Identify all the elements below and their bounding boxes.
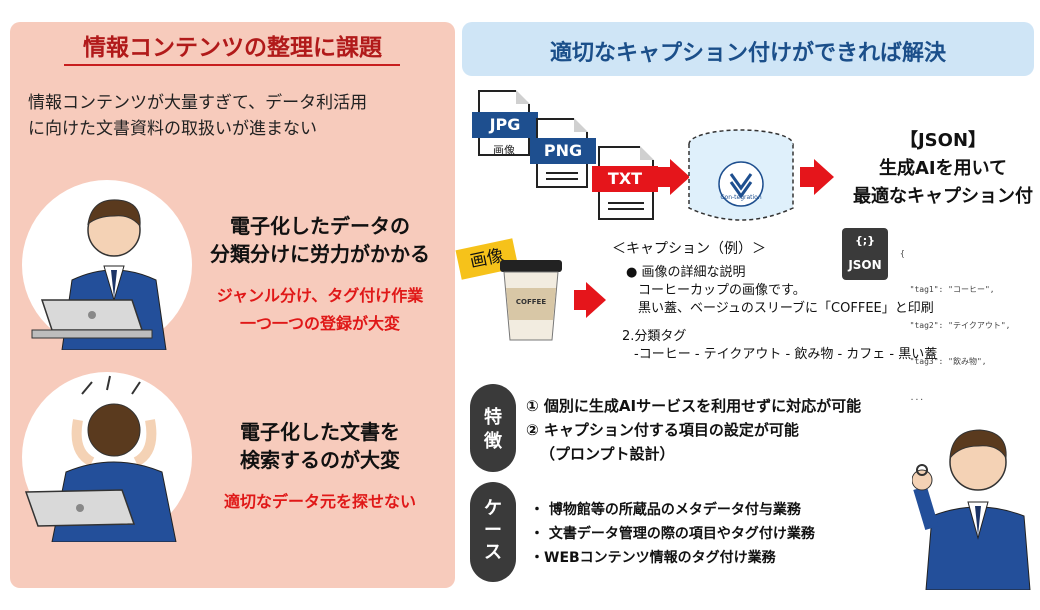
caption-example: ＜キャプション（例）＞ ● 画像の詳細な説明 コーヒーカップの画像です。 黒い蓋… <box>612 240 1032 364</box>
png-file-icon: PNG <box>530 118 596 188</box>
arrow-right-icon <box>800 167 814 187</box>
features-pill: 特 徴 <box>470 384 516 472</box>
problem-1-detail: ジャンル分け、タグ付け作業 一つ一つの登録が大変 <box>216 286 424 333</box>
cases-list: ・ 博物館等の所蔵品のメタデータ付与業務 ・ 文書データ管理の際の項目やタグ付け… <box>530 502 815 566</box>
arrow-right-icon <box>658 167 670 187</box>
jpg-file-icon: JPG 画像 <box>472 90 538 157</box>
cases-pill: ケ ー ス <box>470 482 516 582</box>
contegration-database-icon: Con-tegration <box>686 128 796 224</box>
db-label: Con-tegration <box>720 194 762 201</box>
json-output-title: 【JSON】 生成AIを用いて 最適なキャプション付 <box>853 130 1033 207</box>
features-list: ① 個別に生成AIサービスを利用せずに対応が可能 ② キャプション付する項目の設… <box>526 397 862 463</box>
person-head-in-hands-icon <box>24 375 177 543</box>
problem-1-text: 電子化したデータの 分類分けに労力がかかる <box>210 214 430 266</box>
problem-title: 情報コンテンツの整理に課題 <box>83 35 382 61</box>
worried-worker-illustration <box>22 180 192 351</box>
arrow-right-icon <box>574 290 586 310</box>
solution-title: 適切なキャプション付けができれば解決 <box>549 41 946 66</box>
json-file-icon: {;} JSON <box>842 228 888 280</box>
bullet-icon: ● <box>626 265 642 280</box>
caption-heading: ＜キャプション（例）＞ <box>612 241 766 257</box>
person-laptop-icon <box>31 199 167 351</box>
businessman-ok-illustration <box>911 418 1032 591</box>
problem-2-text: 電子化した文書を 検索するのが大変 <box>240 420 400 472</box>
stressed-worker-illustration <box>22 372 192 543</box>
coffee-cup-icon: COFFEE <box>498 258 564 342</box>
json-code-sample: { "tag1": "コーヒー", "tag2": "テイクアウト", "tag… <box>900 249 1011 402</box>
title-underline <box>64 64 400 66</box>
txt-file-icon: TXT <box>592 146 658 220</box>
person-ok-gesture-icon <box>911 429 1031 591</box>
problem-2-detail: 適切なデータ元を探せない <box>223 492 416 511</box>
problem-intro: 情報コンテンツが大量すぎて、データ利活用 に向けた文書資料の取扱いが進まない <box>28 93 368 139</box>
solution-title-box <box>462 22 1034 76</box>
